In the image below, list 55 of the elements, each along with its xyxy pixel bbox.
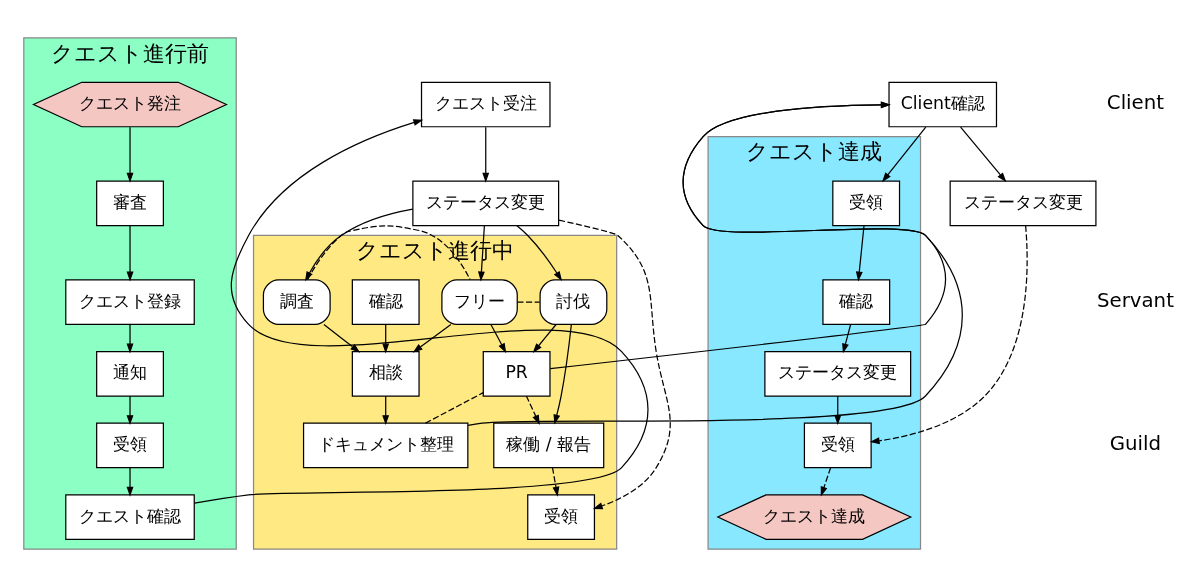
arrow bbox=[553, 323, 572, 425]
connector bbox=[424, 391, 484, 424]
label: Servant bbox=[1097, 288, 1174, 312]
label: Guild bbox=[1109, 431, 1162, 455]
arrow bbox=[382, 395, 390, 425]
arrow bbox=[820, 466, 832, 497]
node-box: クエスト登録 bbox=[65, 278, 195, 325]
connector bbox=[516, 301, 541, 303]
node-box: ステータス変更 bbox=[764, 350, 912, 397]
label: Client bbox=[1106, 90, 1165, 114]
arrow bbox=[126, 323, 134, 353]
arrow bbox=[842, 323, 852, 353]
node-box: 調査 bbox=[262, 278, 331, 325]
arrow bbox=[558, 219, 671, 509]
arrow bbox=[382, 323, 390, 353]
arrow bbox=[412, 323, 452, 353]
node-box: 受領 bbox=[527, 493, 596, 540]
node-box: Client確認 bbox=[888, 81, 998, 127]
arrow bbox=[126, 466, 134, 497]
arrow bbox=[490, 323, 507, 353]
node-box: 受領 bbox=[96, 422, 164, 468]
node-box: 稼働 / 報告 bbox=[493, 422, 605, 468]
node-box: PR bbox=[482, 350, 551, 397]
arrow bbox=[551, 466, 560, 497]
node-box: 確認 bbox=[822, 278, 891, 325]
node-box: ステータス変更 bbox=[949, 180, 1097, 226]
arrow bbox=[305, 208, 414, 281]
arrow bbox=[855, 224, 865, 281]
arrow bbox=[869, 224, 1028, 444]
arrow bbox=[126, 395, 134, 425]
arrow bbox=[323, 323, 361, 353]
node-box: クエスト受注 bbox=[420, 81, 551, 127]
node-box: クエスト確認 bbox=[65, 493, 195, 540]
node-box: フリー bbox=[441, 278, 518, 325]
arrow bbox=[467, 100, 963, 426]
node-box: 受領 bbox=[832, 180, 901, 226]
node-box: ステータス変更 bbox=[412, 180, 560, 226]
node-box: 討伐 bbox=[539, 278, 608, 325]
node-box: 確認 bbox=[351, 278, 420, 325]
node-box: 受領 bbox=[803, 422, 872, 468]
node-box: 相談 bbox=[351, 350, 420, 397]
arrow bbox=[532, 323, 557, 353]
arrow bbox=[482, 126, 490, 183]
arrow bbox=[549, 100, 947, 369]
arrow bbox=[193, 118, 649, 504]
node-box: 審査 bbox=[96, 180, 164, 226]
arrow bbox=[126, 126, 134, 183]
arrow bbox=[959, 126, 1007, 182]
connector bbox=[306, 224, 471, 280]
arrow bbox=[525, 395, 540, 425]
node-box: 通知 bbox=[96, 350, 164, 397]
arrow bbox=[516, 224, 563, 281]
node-box: ドキュメント整理 bbox=[302, 422, 469, 468]
arrow bbox=[126, 224, 134, 281]
arrow bbox=[834, 395, 842, 425]
